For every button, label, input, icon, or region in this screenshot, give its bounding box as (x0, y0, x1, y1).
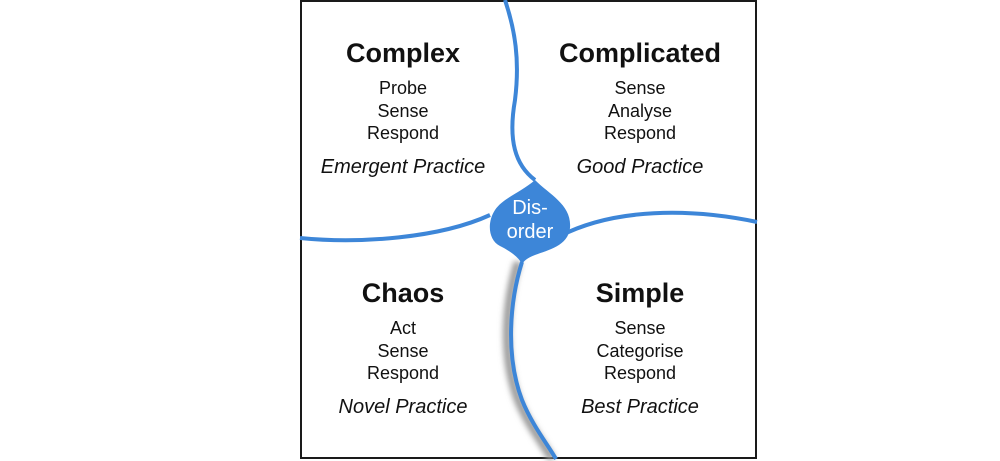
domain-complicated: Complicated Sense Analyse Respond Good P… (540, 37, 740, 179)
boundary-top (503, 0, 537, 182)
boundary-shadow (503, 260, 556, 461)
step-text: Respond (603, 123, 677, 143)
practice-label: Emergent Practice (320, 155, 486, 178)
domain-title: Complicated (558, 38, 722, 68)
practice-label: Good Practice (576, 155, 704, 178)
step-text: Act (389, 318, 416, 338)
boundary-right (559, 210, 758, 238)
step-text: Sense (614, 78, 666, 98)
domain-title: Chaos (361, 278, 445, 308)
domain-complex: Complex Probe Sense Respond Emergent Pra… (303, 37, 503, 179)
disorder-line: order (506, 221, 554, 243)
disorder-blob (489, 180, 571, 264)
step-text: Probe (378, 78, 428, 98)
practice-label: Best Practice (581, 395, 699, 418)
disorder-label: Dis- order (490, 196, 570, 244)
boundary-left (299, 213, 491, 243)
diagram-frame (300, 0, 757, 459)
domain-title: Simple (595, 278, 685, 308)
step-text: Sense (377, 100, 429, 121)
practice-label: Novel Practice (338, 395, 468, 418)
domain-simple: Simple Sense Categorise Respond Best Pra… (540, 277, 740, 419)
domain-chaos: Chaos Act Sense Respond Novel Practice (303, 277, 503, 419)
boundary-bottom (509, 261, 558, 460)
step-text: Respond (603, 363, 677, 383)
step-text: Sense (614, 318, 666, 338)
step-text: Analyse (607, 100, 673, 121)
step-text: Respond (366, 123, 440, 143)
disorder-line: Dis- (512, 197, 548, 219)
domain-title: Complex (345, 38, 461, 68)
step-text: Respond (366, 363, 440, 383)
step-text: Sense (377, 340, 429, 361)
step-text: Categorise (596, 340, 684, 361)
